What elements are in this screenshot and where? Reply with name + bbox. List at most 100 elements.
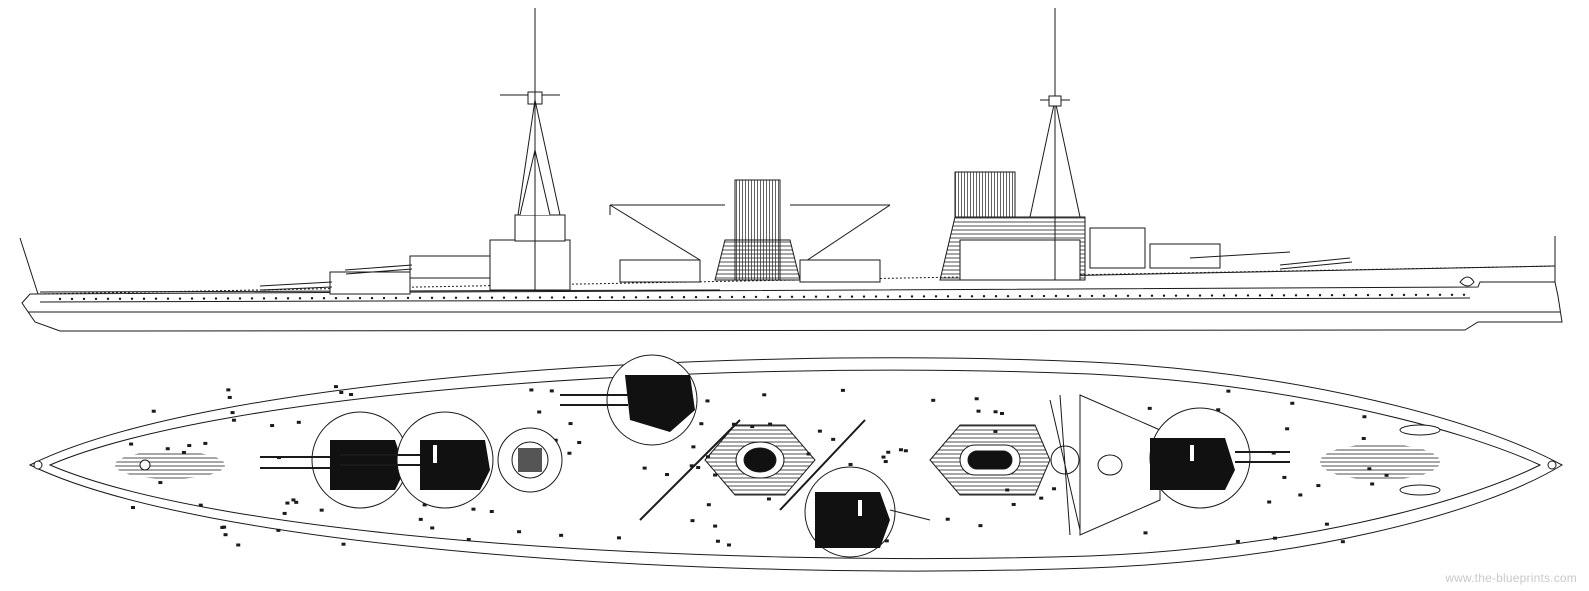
porthole: [958, 295, 962, 298]
deck-fitting: [945, 517, 950, 521]
porthole: [562, 296, 566, 299]
deck-fitting: [1285, 427, 1290, 431]
deck-fitting: [226, 388, 231, 392]
deck-fitting: [689, 464, 694, 468]
hull-profile: [21, 281, 1563, 332]
porthole: [994, 294, 998, 298]
deck-fitting: [165, 447, 170, 451]
deck-fitting: [567, 451, 572, 455]
porthole: [1234, 294, 1238, 297]
deck-fitting: [768, 422, 773, 426]
deck-fitting: [1362, 415, 1367, 419]
deck-fitting: [471, 507, 476, 511]
deck-fitting: [884, 539, 889, 543]
porthole: [538, 296, 542, 299]
forward-funnel: [714, 179, 801, 281]
side-profile-view: [19, 8, 1563, 332]
porthole: [226, 297, 230, 300]
porthole: [1366, 293, 1370, 297]
deck-fitting: [1370, 482, 1375, 486]
deck-fitting: [766, 497, 771, 501]
porthole: [1138, 294, 1142, 297]
porthole: [754, 295, 758, 299]
deck-fitting: [1235, 539, 1240, 543]
deck-fitting: [1267, 500, 1272, 504]
deck-fitting: [1290, 401, 1295, 405]
deck-fitting: [883, 460, 888, 464]
porthole: [106, 297, 110, 301]
deck-fitting: [1226, 389, 1231, 393]
porthole: [1210, 294, 1214, 297]
mainmast-plan: [1049, 394, 1081, 536]
porthole: [622, 296, 626, 299]
porthole: [1438, 293, 1442, 297]
porthole: [478, 296, 482, 299]
porthole: [1318, 294, 1322, 297]
porthole: [1066, 294, 1070, 298]
porthole: [1402, 293, 1406, 297]
deck-fitting: [231, 418, 236, 422]
porthole-row: [58, 293, 1466, 301]
porthole: [1414, 293, 1418, 297]
deck-fitting: [203, 441, 208, 445]
porthole: [142, 297, 146, 300]
porthole: [886, 295, 890, 298]
porthole: [706, 295, 710, 299]
porthole: [646, 296, 650, 299]
porthole: [694, 295, 698, 299]
deck-fitting: [840, 388, 845, 392]
conning-tower-plan: [497, 427, 563, 493]
porthole: [430, 296, 434, 300]
deck-fitting: [489, 510, 494, 514]
porthole: [970, 295, 974, 298]
porthole: [358, 296, 362, 300]
porthole: [1090, 294, 1094, 298]
porthole: [850, 295, 854, 298]
deck-fitting: [705, 399, 710, 403]
porthole: [670, 295, 674, 299]
porthole: [190, 297, 194, 300]
porthole: [766, 295, 770, 299]
porthole: [1222, 294, 1226, 297]
deck-fitting: [976, 409, 981, 413]
deck-fitting: [1272, 536, 1277, 540]
stern-deck-gear: [1320, 424, 1441, 496]
deck-fitting: [285, 501, 290, 505]
porthole: [1018, 294, 1022, 298]
porthole: [1174, 294, 1178, 297]
porthole: [922, 295, 926, 298]
porthole: [490, 296, 494, 299]
deck-fitting: [706, 503, 711, 507]
deck-fitting: [341, 542, 346, 546]
porthole: [1114, 294, 1118, 298]
porthole: [610, 296, 614, 299]
porthole: [1054, 294, 1058, 298]
porthole: [826, 295, 830, 298]
porthole: [1330, 293, 1334, 297]
jack-staff: [19, 237, 39, 295]
porthole: [382, 296, 386, 300]
deck-fitting: [1011, 502, 1016, 506]
porthole: [502, 296, 506, 299]
porthole: [322, 297, 326, 300]
deck-fitting: [713, 473, 718, 477]
deck-fitting: [296, 420, 301, 424]
deck-fitting: [665, 473, 670, 477]
deck-fitting: [333, 385, 338, 389]
porthole: [574, 296, 578, 299]
porthole: [1030, 294, 1034, 298]
deck-fitting: [151, 409, 156, 413]
deck-fitting: [1316, 484, 1321, 488]
deck-fitting: [198, 503, 203, 507]
porthole: [526, 296, 530, 299]
deck-fitting: [466, 538, 471, 542]
porthole: [466, 296, 470, 299]
porthole: [1294, 294, 1298, 297]
deck-fitting: [903, 449, 908, 453]
deck-fitting: [993, 410, 998, 414]
porthole: [634, 296, 638, 299]
porthole: [1450, 293, 1454, 297]
aft-deckhouse: [1089, 227, 1291, 269]
porthole: [250, 297, 254, 300]
porthole: [58, 297, 62, 301]
